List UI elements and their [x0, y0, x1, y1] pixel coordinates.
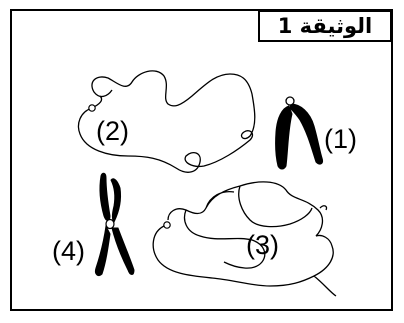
document-title: الوثيقة 1: [258, 10, 392, 42]
chromosome-4: [95, 172, 135, 277]
centromere-2: [88, 104, 96, 112]
outer-border: [10, 9, 393, 311]
figure-label-1: (1): [324, 124, 357, 154]
centromere-3: [163, 221, 171, 229]
figure-label-3: (3): [246, 230, 279, 260]
figure-label-2: (2): [96, 116, 129, 146]
chromosome-1: [275, 96, 323, 170]
figure-label-4: (4): [52, 236, 85, 266]
chromatin-filament-3: [152, 181, 337, 297]
